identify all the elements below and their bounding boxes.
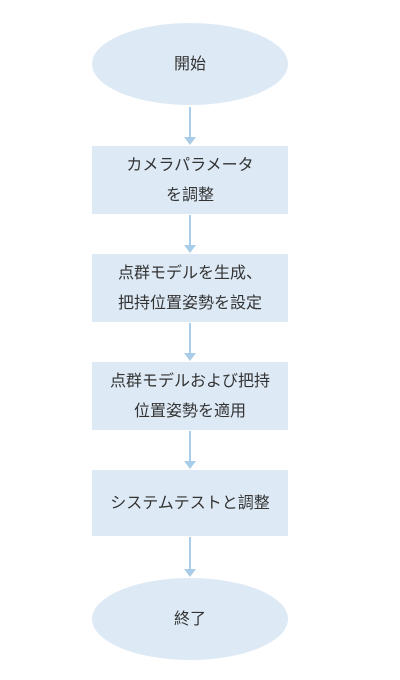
end-label: 終了	[173, 609, 206, 628]
step1-label-line2: を調整	[165, 185, 214, 204]
step2-label-line1: 点群モデルを生成、	[117, 263, 262, 282]
step3-label-line1: 点群モデルおよび把持	[109, 371, 270, 390]
step2-label-line2: 把持位置姿勢を設定	[117, 293, 262, 312]
step1-label-line1: カメラパラメータ	[126, 155, 254, 174]
arrow-step2-to-step3	[182, 323, 198, 361]
step3-label-line2: 位置姿勢を適用	[133, 401, 246, 420]
end-node: 終了	[92, 578, 288, 660]
start-label: 開始	[173, 54, 206, 73]
step-system-test-and-adjust: システムテストと調整	[92, 470, 288, 536]
step-generate-point-cloud-and-set-grasp-pose: 点群モデルを生成、 把持位置姿勢を設定	[92, 254, 288, 322]
step-adjust-camera-parameters: カメラパラメータ を調整	[92, 146, 288, 214]
step4-label: システムテストと調整	[110, 493, 270, 512]
arrow-start-to-step1	[182, 107, 198, 145]
arrow-step3-to-step4	[182, 431, 198, 469]
arrow-step1-to-step2	[182, 215, 198, 253]
arrow-step4-to-end	[182, 537, 198, 577]
step-apply-point-cloud-and-grasp-pose: 点群モデルおよび把持 位置姿勢を適用	[92, 362, 288, 430]
start-node: 開始	[92, 23, 288, 105]
